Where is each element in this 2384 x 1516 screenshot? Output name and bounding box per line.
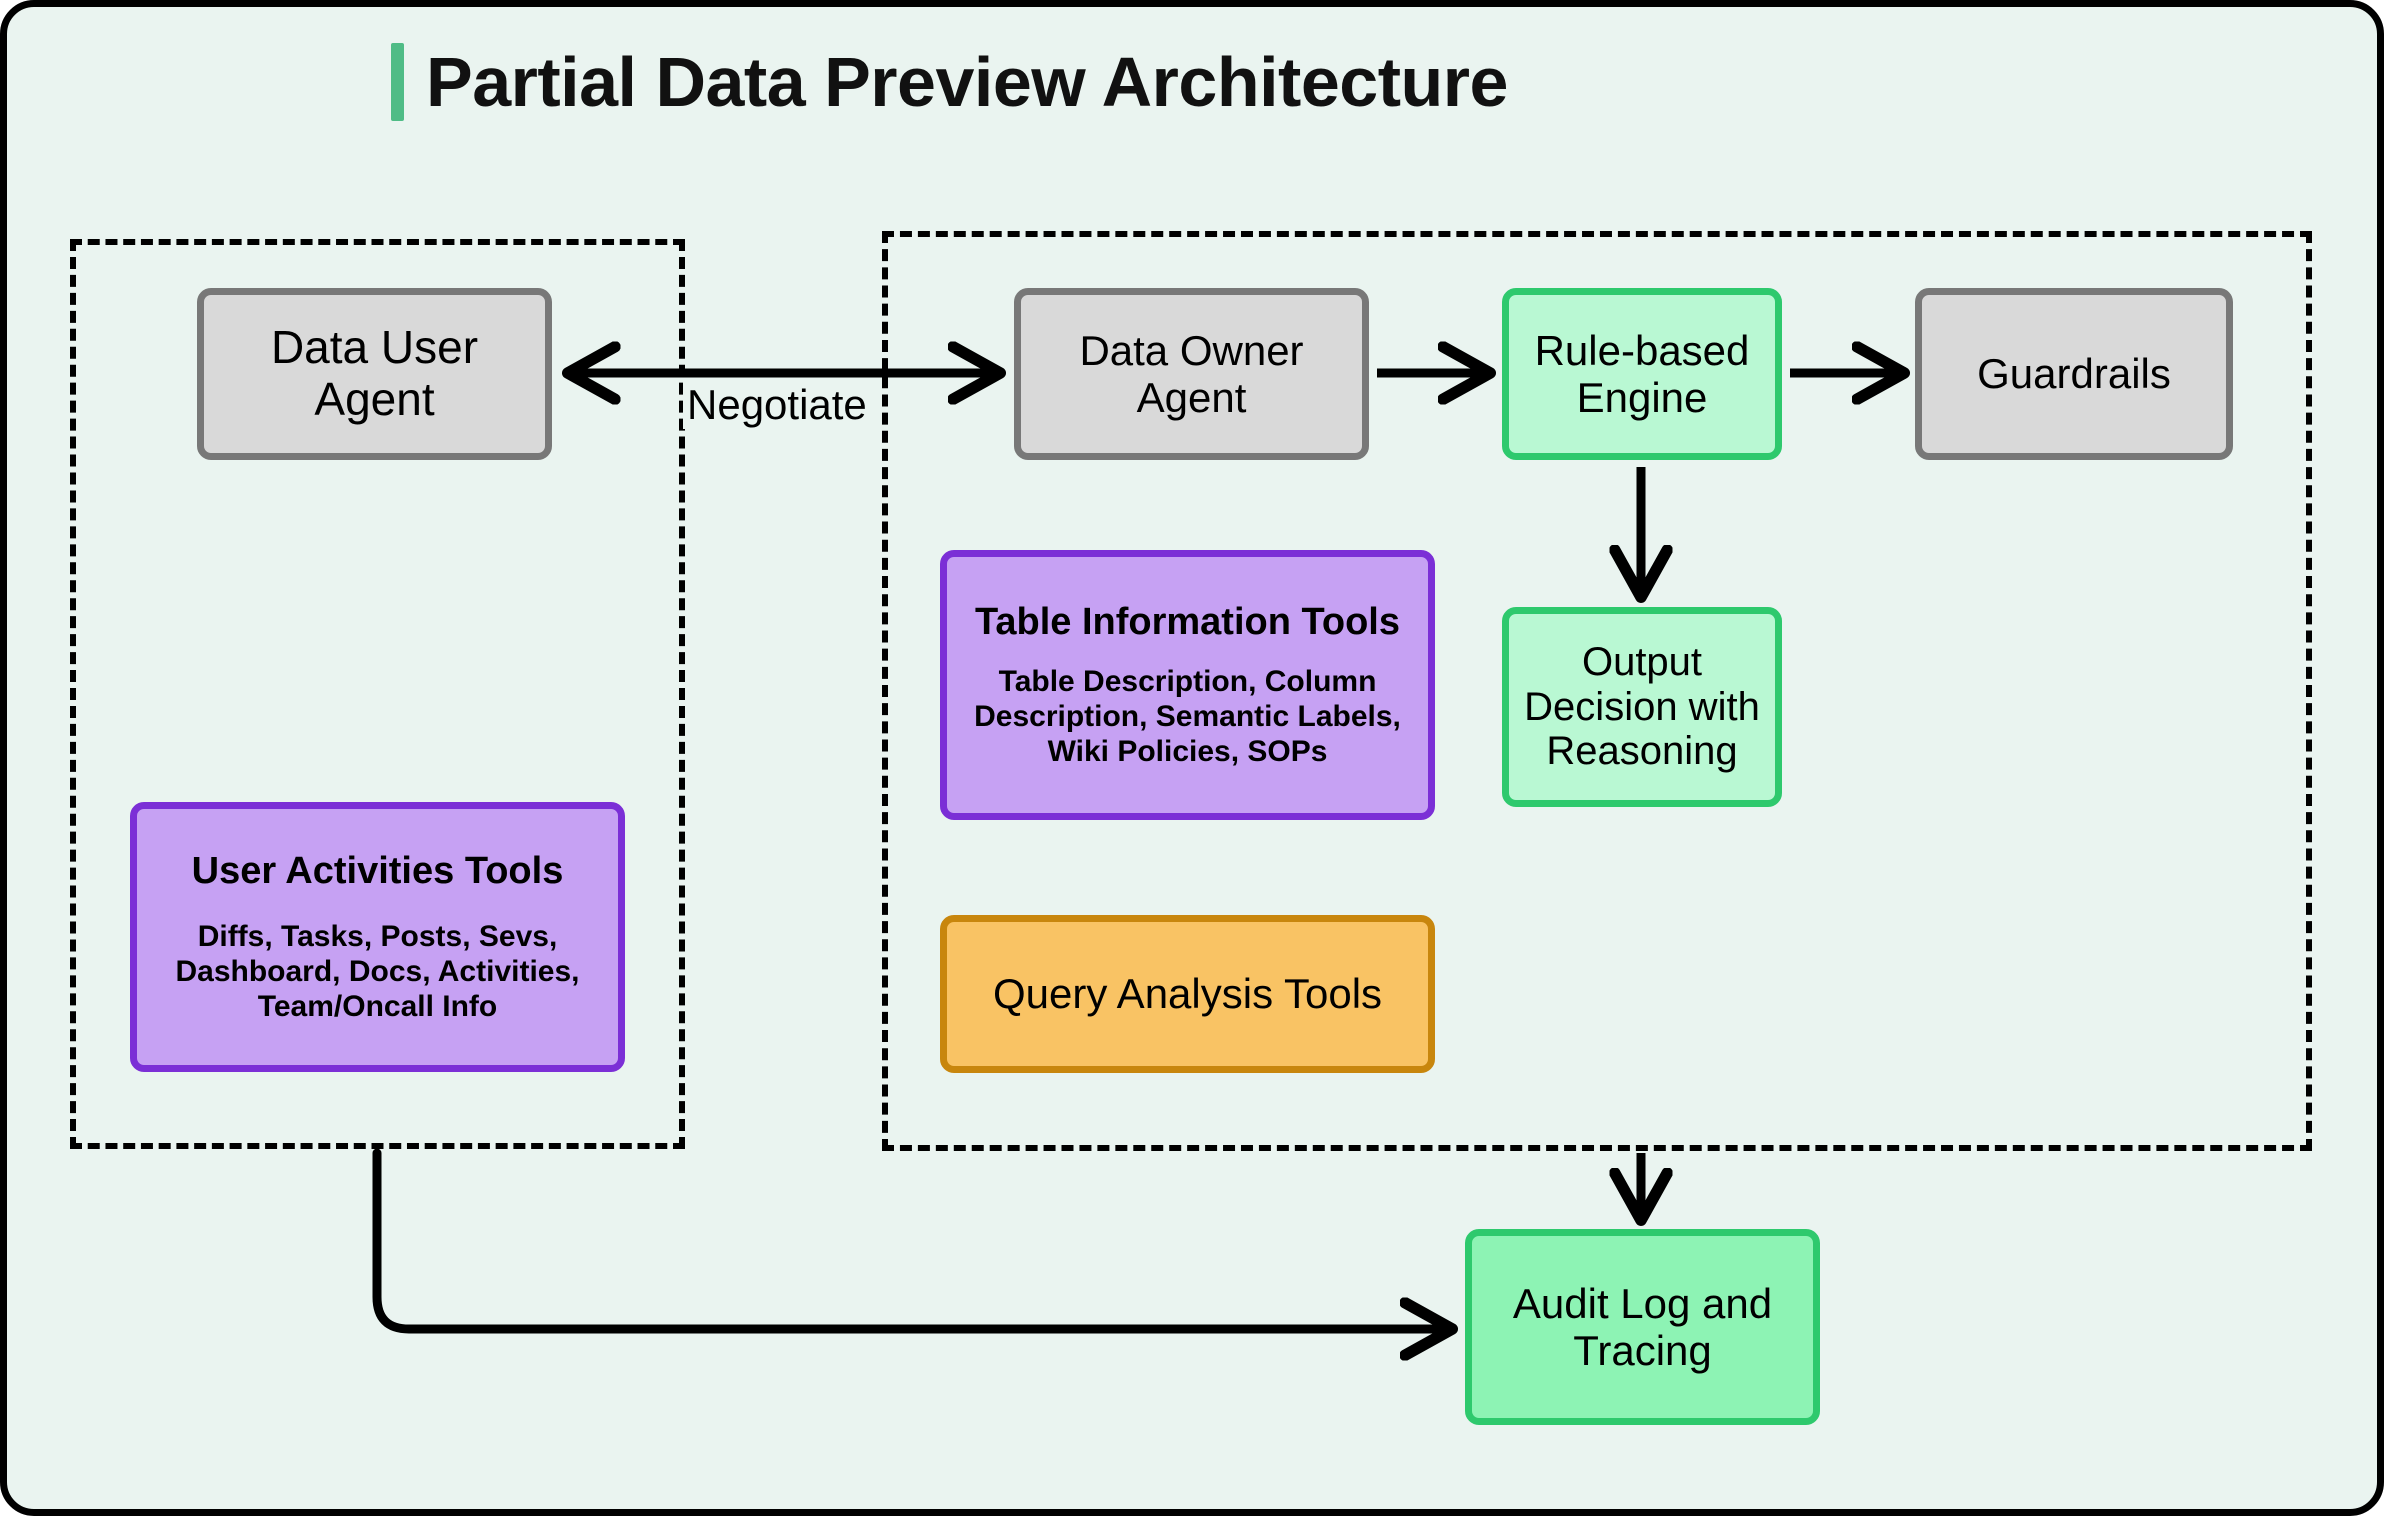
node-query-analysis-tools-label: Query Analysis Tools xyxy=(992,970,1383,1018)
node-audit-log-and-tracing[interactable]: Audit Log and Tracing xyxy=(1465,1229,1820,1425)
page-title-text: Partial Data Preview Architecture xyxy=(426,43,1508,121)
node-audit-log-and-tracing-label: Audit Log and Tracing xyxy=(1512,1279,1773,1374)
node-user-activities-tools-details: Diffs, Tasks, Posts, Sevs, Dashboard, Do… xyxy=(175,920,580,1023)
node-table-information-tools-details: Table Description, Column Description, S… xyxy=(974,665,1401,768)
node-query-analysis-tools[interactable]: Query Analysis Tools xyxy=(940,915,1435,1073)
node-output-decision-label: Output Decision with Reasoning xyxy=(1524,639,1760,774)
node-output-decision[interactable]: Output Decision with Reasoning xyxy=(1502,607,1782,807)
data-owner-boundary xyxy=(882,231,2312,1151)
page-title: Partial Data Preview Architecture xyxy=(391,43,1508,121)
node-rule-based-engine[interactable]: Rule-based Engine xyxy=(1502,288,1782,460)
edge-label-negotiate: Negotiate xyxy=(683,381,871,429)
data-user-boundary xyxy=(70,239,685,1149)
node-user-activities-tools[interactable]: User Activities Tools Diffs, Tasks, Post… xyxy=(130,802,625,1072)
title-accent-bar xyxy=(391,43,404,121)
edge-user-group-to-audit xyxy=(372,1148,1447,1329)
node-guardrails-label: Guardrails xyxy=(1977,350,2171,398)
node-table-information-tools[interactable]: Table Information Tools Table Descriptio… xyxy=(940,550,1435,820)
node-rule-based-engine-label: Rule-based Engine xyxy=(1534,326,1750,421)
node-data-user-agent-label: Data User Agent xyxy=(270,321,479,425)
node-data-user-agent[interactable]: Data User Agent xyxy=(197,288,552,460)
node-table-information-tools-title: Table Information Tools xyxy=(974,600,1401,643)
node-data-owner-agent-label: Data Owner Agent xyxy=(1079,326,1304,421)
node-data-owner-agent[interactable]: Data Owner Agent xyxy=(1014,288,1369,460)
node-guardrails[interactable]: Guardrails xyxy=(1915,288,2233,460)
node-user-activities-tools-title: User Activities Tools xyxy=(191,849,564,892)
